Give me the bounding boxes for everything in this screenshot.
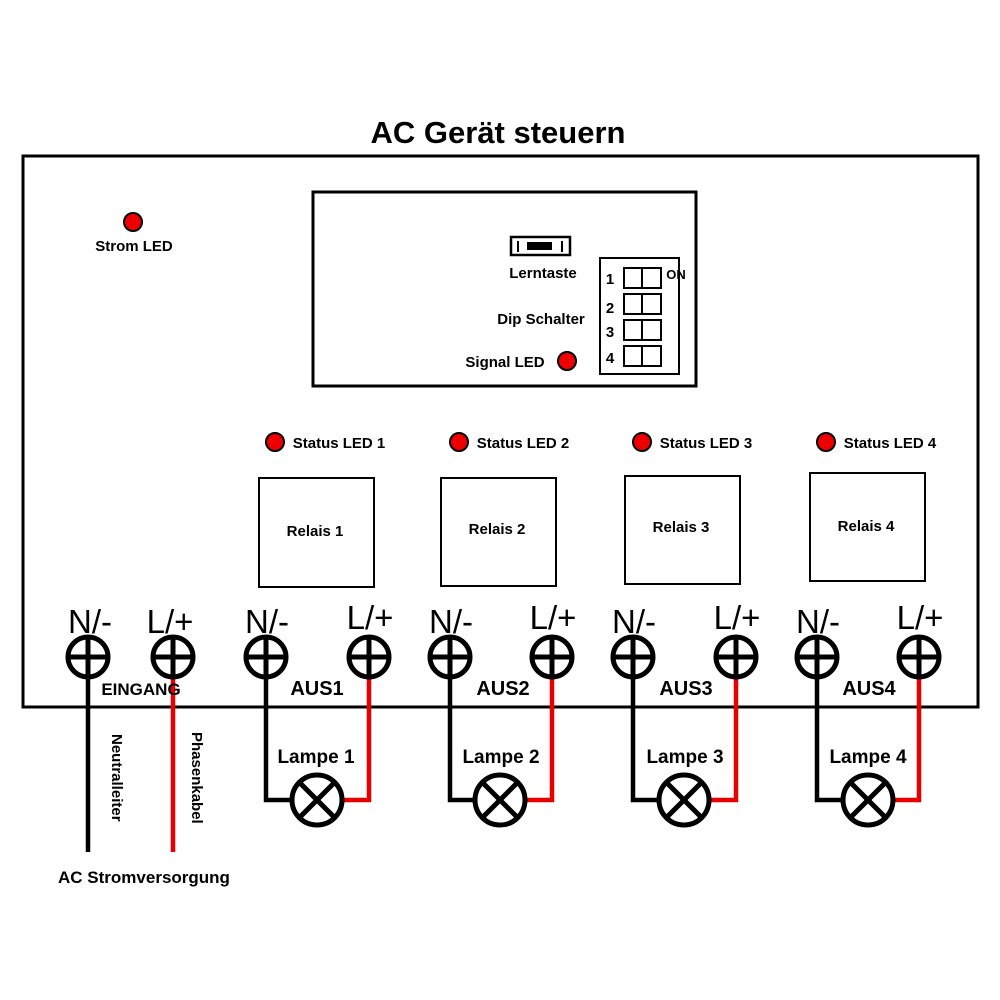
- status-led-2-label: Status LED 2: [477, 435, 570, 452]
- relay-4: [809, 472, 926, 582]
- dip-number-2: 2: [606, 300, 614, 317]
- signal-led-label: Signal LED: [465, 354, 544, 371]
- out4-neutral-wire: [814, 657, 843, 803]
- neutral-wire-label: Neutralleiter: [108, 734, 125, 822]
- status-led-2-icon: [449, 432, 469, 452]
- out3-neutral-wire: [630, 657, 659, 803]
- out3-neutral-label: N/-: [612, 603, 656, 640]
- terminal-screw-icon: [896, 634, 942, 680]
- relay-1-label: Relais 1: [287, 523, 344, 540]
- out2-neutral-wire: [447, 657, 474, 803]
- receiver-module: [311, 190, 698, 388]
- out3-live-label: L/+: [714, 599, 761, 636]
- output-3-label: AUS3: [659, 678, 712, 700]
- out2-live-wire: [525, 657, 555, 803]
- out1-neutral-label: N/-: [245, 603, 289, 640]
- dip-switch-1: [623, 267, 662, 289]
- terminal-screw-icon: [150, 634, 196, 680]
- input-live-label: L/+: [147, 603, 194, 640]
- relay-3: [624, 475, 741, 585]
- out1-neutral-wire: [263, 657, 292, 803]
- power-led-label: Strom LED: [95, 238, 173, 255]
- lamp-3-icon: [656, 772, 712, 828]
- lamp-2-icon: [472, 772, 528, 828]
- dip-on-label: ON: [666, 267, 686, 282]
- learn-button-label: Lerntaste: [509, 265, 577, 282]
- power-led-icon: [123, 212, 143, 232]
- terminal-screw-icon: [65, 634, 111, 680]
- dip-switch-label: Dip Schalter: [497, 311, 585, 328]
- out4-neutral-label: N/-: [796, 603, 840, 640]
- output-1-label: AUS1: [290, 678, 343, 700]
- terminal-screw-icon: [243, 634, 289, 680]
- terminal-screw-icon: [529, 634, 575, 680]
- dip-number-3: 3: [606, 324, 614, 341]
- out3-live-wire: [710, 657, 739, 803]
- status-led-1-icon: [265, 432, 285, 452]
- relay-4-label: Relais 4: [838, 518, 895, 535]
- status-led-4-icon: [816, 432, 836, 452]
- lamp-4-label: Lampe 4: [829, 747, 907, 768]
- status-led-1-label: Status LED 1: [293, 435, 386, 452]
- dip-switch-3: [623, 319, 662, 341]
- relay-3-label: Relais 3: [653, 519, 710, 536]
- terminal-screw-icon: [794, 634, 840, 680]
- relay-2: [440, 477, 557, 587]
- phase-wire-label: Phasenkabel: [188, 732, 205, 824]
- out1-live-wire: [343, 657, 372, 803]
- lamp-1-label: Lampe 1: [277, 747, 355, 768]
- out2-neutral-label: N/-: [429, 603, 473, 640]
- status-led-3-label: Status LED 3: [660, 435, 753, 452]
- supply-label: AC Stromversorgung: [58, 868, 230, 887]
- terminal-screw-icon: [427, 634, 473, 680]
- signal-led-icon: [557, 351, 577, 371]
- out4-live-label: L/+: [897, 599, 944, 636]
- terminal-screw-icon: [346, 634, 392, 680]
- lamp-2-label: Lampe 2: [462, 747, 539, 768]
- out2-live-label: L/+: [530, 599, 577, 636]
- relay-1: [258, 477, 375, 588]
- terminal-screw-icon: [713, 634, 759, 680]
- output-2-label: AUS2: [476, 678, 529, 700]
- status-led-3-icon: [632, 432, 652, 452]
- controller-enclosure: [21, 154, 980, 709]
- dip-number-4: 4: [606, 350, 615, 367]
- out1-live-label: L/+: [347, 599, 394, 636]
- terminal-screw-icon: [610, 634, 656, 680]
- output-4-label: AUS4: [842, 678, 896, 700]
- dip-switch-4: [623, 345, 662, 367]
- input-neutral-label: N/-: [68, 603, 112, 640]
- diagram-title: AC Gerät steuern: [371, 115, 626, 150]
- relay-2-label: Relais 2: [469, 521, 526, 538]
- lamp-3-label: Lampe 3: [646, 747, 723, 768]
- out4-live-wire: [893, 657, 922, 803]
- status-led-4-label: Status LED 4: [844, 435, 937, 452]
- learn-button: [509, 235, 572, 257]
- input-label: EINGANG: [101, 680, 180, 699]
- dip-number-1: 1: [606, 271, 614, 288]
- lamp-4-icon: [840, 772, 896, 828]
- lamp-1-icon: [289, 772, 345, 828]
- dip-switch-2: [623, 293, 662, 315]
